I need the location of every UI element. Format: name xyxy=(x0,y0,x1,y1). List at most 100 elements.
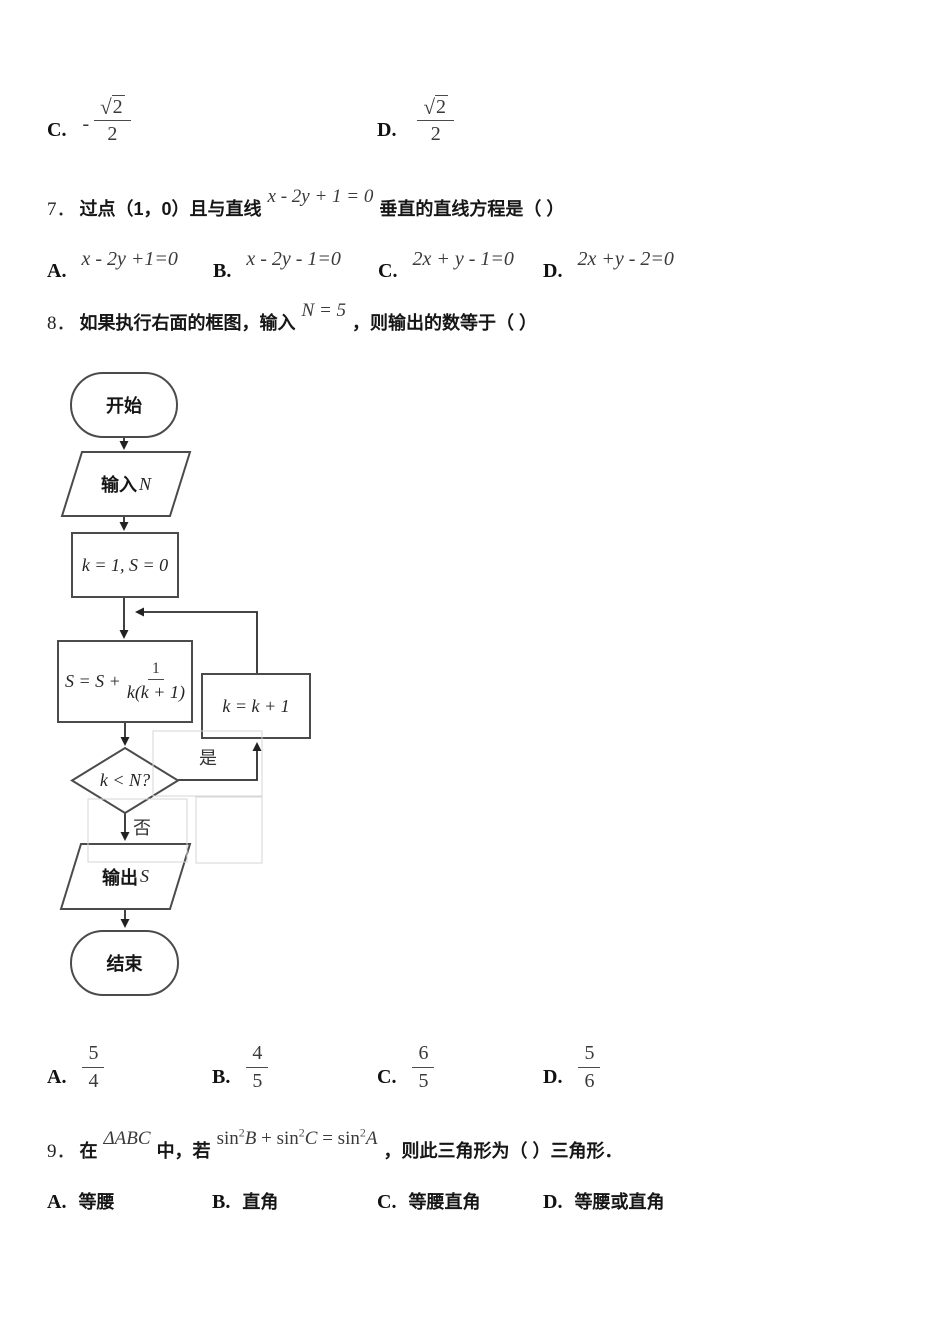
numerator: 6 xyxy=(418,1042,429,1064)
prev-option-d: D. √2 2 xyxy=(377,95,454,146)
output-variable: S xyxy=(140,866,149,886)
question-number: 9． xyxy=(47,1141,76,1162)
decision-node-label: k < N? xyxy=(72,748,178,813)
radical-icon: √ xyxy=(423,95,435,119)
q7-option-a: A. x - 2y +1=0 xyxy=(47,248,178,282)
faint-frame xyxy=(87,798,188,863)
sin-term: sin xyxy=(337,1128,360,1149)
init-rect xyxy=(71,532,179,598)
q9-option-b: B. 直角 xyxy=(212,1188,278,1214)
stem-text: 中，若 xyxy=(156,1141,211,1161)
yes-text: 是 xyxy=(199,748,217,768)
option-label: B. xyxy=(212,1191,231,1213)
denominator: 5 xyxy=(418,1070,429,1092)
end-oval xyxy=(70,930,179,996)
sqrt-fraction: √2 2 xyxy=(417,95,454,146)
start-text: 开始 xyxy=(106,396,142,416)
denominator: 6 xyxy=(584,1070,595,1092)
increment-node-label: k = k + 1 xyxy=(202,674,310,738)
input-parallelogram xyxy=(60,451,192,517)
option-text: 等腰 xyxy=(78,1192,115,1212)
faint-frame xyxy=(195,796,263,864)
option-equation: x - 2y +1=0 xyxy=(81,248,178,270)
q7-option-d: D.2x +y - 2=0 xyxy=(543,248,674,282)
option-label: C. xyxy=(377,1191,397,1213)
stem-text: ，则此三角形为（ ）三角形． xyxy=(383,1141,623,1161)
yes-branch-label: 是 xyxy=(186,745,230,769)
input-text: 输入 xyxy=(100,475,137,495)
numerator: 5 xyxy=(88,1042,99,1064)
sum-equation-prefix: S = S + xyxy=(65,671,121,691)
condition-text: k < N? xyxy=(99,770,151,790)
start-node-label: 开始 xyxy=(71,373,177,437)
exponent: 2 xyxy=(359,1125,366,1140)
question-9-stem: 9．在ΔABC中，若sin2B + sin2C = sin2A，则此三角形为（ … xyxy=(47,1127,623,1165)
option-equation: 2x +y - 2=0 xyxy=(577,248,674,270)
end-text: 结束 xyxy=(106,954,143,974)
sum-node-label: S = S + 1 k(k + 1) xyxy=(58,641,192,722)
option-label: C. xyxy=(377,1066,397,1088)
yes-branch-line xyxy=(178,742,262,781)
numerator: 4 xyxy=(252,1042,263,1064)
operator: = xyxy=(317,1128,338,1149)
end-node-label: 结束 xyxy=(71,931,178,995)
stem-equation: x - 2y + 1 = 0 xyxy=(267,186,374,207)
increment-rect xyxy=(201,673,311,739)
start-oval xyxy=(70,372,178,438)
q8-option-d: D. 5 6 xyxy=(543,1042,601,1093)
q7-option-b: B. x - 2y - 1=0 xyxy=(213,248,341,282)
stem-text: 在 xyxy=(79,1141,98,1161)
question-7-stem: 7．过点（1，0）且与直线x - 2y + 1 = 0垂直的直线方程是（ ） xyxy=(47,186,565,223)
variable: C xyxy=(304,1128,318,1149)
q8-option-a: A. 5 4 xyxy=(47,1042,105,1093)
option-text: 直角 xyxy=(242,1192,279,1212)
numerator: 5 xyxy=(584,1042,595,1064)
option-fraction: 5 4 xyxy=(82,1042,105,1093)
sin-term: sin xyxy=(276,1128,299,1149)
faint-frame xyxy=(152,730,263,797)
q9-option-a: A.等腰 xyxy=(47,1188,114,1214)
init-node-label: k = 1, S = 0 xyxy=(72,533,178,597)
option-label: B. xyxy=(213,260,232,282)
flowchart-graphics xyxy=(57,372,311,996)
question-8-stem: 8．如果执行右面的框图，输入N = 5，则输出的数等于（ ） xyxy=(47,300,538,337)
option-fraction: 6 5 xyxy=(412,1042,435,1093)
option-label: D. xyxy=(543,1066,563,1088)
decision-diamond xyxy=(70,746,180,815)
stem-text: 垂直的直线方程是（ ） xyxy=(379,199,565,219)
q7-option-c: C.2x + y - 1=0 xyxy=(378,248,514,282)
stem-text: ，则输出的数等于（ ） xyxy=(352,313,538,333)
increment-equation: k = k + 1 xyxy=(222,695,290,716)
no-branch-label: 否 xyxy=(120,815,164,839)
radical-icon: √ xyxy=(100,95,112,119)
variable: A xyxy=(365,1128,378,1149)
triangle-symbol: ΔABC xyxy=(103,1128,151,1149)
option-label: A. xyxy=(47,260,67,282)
option-fraction: 4 5 xyxy=(246,1042,269,1093)
option-label: C. xyxy=(47,119,67,141)
output-text: 输出 xyxy=(102,867,138,888)
option-equation: 2x + y - 1=0 xyxy=(412,248,514,270)
sin-term: sin xyxy=(216,1128,239,1149)
denominator: 2 xyxy=(107,123,118,145)
minus-sign: - xyxy=(82,113,90,135)
q8-option-c: C. 6 5 xyxy=(377,1042,435,1093)
sum-rect xyxy=(57,640,193,723)
denominator: 2 xyxy=(430,123,441,145)
sum-fraction-denominator: k(k + 1) xyxy=(126,682,185,703)
sum-fraction: 1 k(k + 1) xyxy=(127,660,185,703)
q8-option-b: B. 4 5 xyxy=(212,1042,269,1093)
option-text: 等腰直角 xyxy=(408,1192,481,1212)
stem-equation: N = 5 xyxy=(301,300,347,321)
sum-fraction-numerator: 1 xyxy=(151,659,160,677)
q9-option-c: C. 等腰直角 xyxy=(377,1188,480,1214)
option-equation: x - 2y - 1=0 xyxy=(246,248,341,270)
option-label: A. xyxy=(47,1066,67,1088)
loop-return-line xyxy=(135,607,258,674)
stem-equation: sin2B + sin2C = sin2A xyxy=(216,1125,378,1149)
denominator: 4 xyxy=(88,1070,99,1092)
